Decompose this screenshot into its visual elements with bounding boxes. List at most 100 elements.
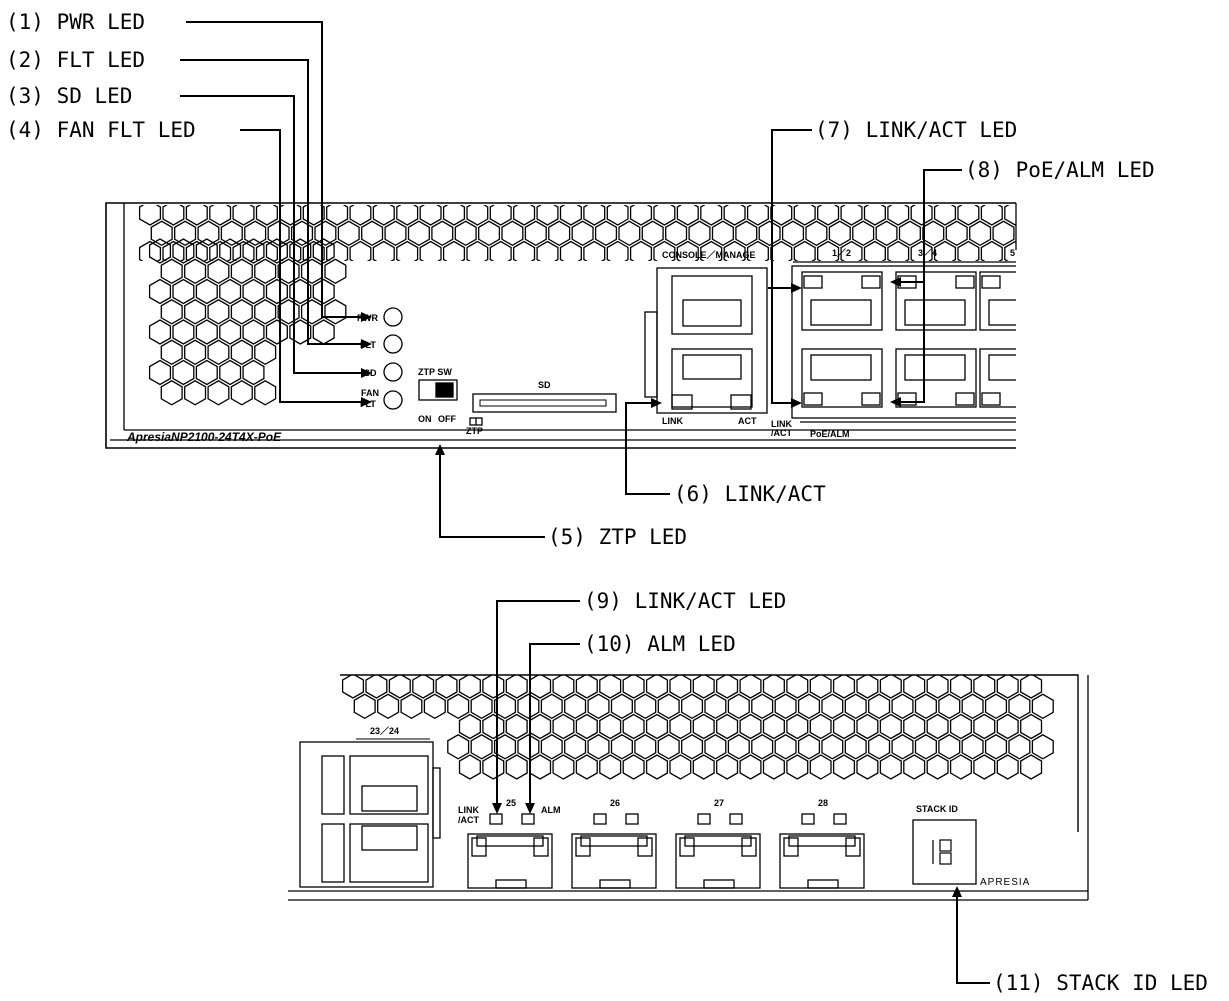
sfp-ports[interactable] <box>467 813 865 889</box>
vent-hole <box>669 754 692 780</box>
callout-ztp-led: (5) ZTP LED <box>548 525 688 549</box>
manage-port[interactable] <box>671 348 753 408</box>
ztp-switch[interactable] <box>418 379 458 401</box>
vent-hole <box>903 713 926 740</box>
vent-hole <box>863 205 886 226</box>
ztp-led-label: ZTP <box>466 426 483 436</box>
vent-hole <box>232 240 255 261</box>
sfp-tab <box>471 837 487 857</box>
sfp-link-act-led <box>593 813 607 825</box>
vent-hole <box>641 220 664 247</box>
vent-hole <box>148 278 172 305</box>
vent-hole <box>992 220 1015 247</box>
console-manage-ports[interactable] <box>656 267 768 414</box>
sfp-port-number: 27 <box>714 798 724 808</box>
port-led <box>861 275 881 289</box>
vent-hole <box>195 278 218 305</box>
vent-hole <box>172 278 195 305</box>
vent-hole <box>587 693 610 720</box>
vent-hole <box>945 220 968 247</box>
sfp-port-number: 25 <box>506 798 516 808</box>
rj45-port[interactable] <box>801 271 883 331</box>
rj45-port[interactable] <box>895 348 977 408</box>
vent-hole <box>957 205 980 226</box>
leader-arrowheads <box>361 277 962 897</box>
vent-hole <box>564 693 587 720</box>
vent-hole <box>254 258 277 285</box>
vent-hole <box>832 713 856 740</box>
vent-hole <box>1008 693 1031 720</box>
vent-hole <box>704 734 727 760</box>
vent-hole <box>244 220 267 247</box>
vent-hole <box>645 754 669 780</box>
vent-hole <box>645 713 669 740</box>
vent-hole <box>688 220 711 247</box>
vent-hole <box>629 205 653 226</box>
sd-card-slot[interactable] <box>472 393 617 413</box>
vent-hole <box>828 220 851 247</box>
vent-hole <box>184 380 207 406</box>
rj45-jack <box>904 354 966 381</box>
vent-hole <box>751 734 774 760</box>
vent-hole <box>657 693 680 720</box>
vent-hole <box>548 220 571 247</box>
vent-hole <box>242 238 265 264</box>
rj45-port[interactable] <box>895 271 977 331</box>
sfp-latch <box>476 835 544 847</box>
vent-hole <box>887 205 910 226</box>
vent-hole <box>879 675 902 699</box>
rj45-ports[interactable] <box>801 271 1060 408</box>
vent-hole <box>980 240 1003 261</box>
vent-hole <box>326 205 349 226</box>
vent-hole <box>138 205 162 226</box>
sfp-alm-label: ALM <box>541 805 561 815</box>
sfp-link-act-led <box>697 813 711 825</box>
rj45-port[interactable] <box>979 348 1060 408</box>
sfp-tab <box>575 837 591 857</box>
rj45-jack <box>904 299 966 326</box>
vent-hole <box>242 359 265 386</box>
vent-hole <box>184 299 207 325</box>
vent-hole <box>419 240 442 261</box>
leader-lines <box>180 21 990 984</box>
port-12-label: 1／2 <box>832 248 851 258</box>
ztp-switch-knob <box>435 382 454 398</box>
vent-hole <box>599 713 622 740</box>
vent-hole <box>599 675 622 699</box>
vent-hole <box>711 220 734 247</box>
vent-hole <box>832 675 856 699</box>
vent-hole <box>786 675 809 699</box>
vent-hole <box>587 734 610 760</box>
sfp-latch <box>580 835 648 847</box>
callout-sfp-alm-led: (10) ALM LED <box>584 632 736 656</box>
port-led <box>1040 393 1058 405</box>
vent-hole <box>341 675 365 699</box>
sfp-tab <box>741 837 757 857</box>
vent-hole <box>575 675 598 699</box>
vent-hole <box>172 359 195 386</box>
vent-hole <box>996 713 1019 740</box>
vent-hole <box>384 220 407 247</box>
vent-hole <box>517 734 540 760</box>
vent-hole <box>324 258 347 285</box>
vent-hole <box>805 220 828 247</box>
vent-hole <box>868 693 891 720</box>
rj45-ports-23-24[interactable] <box>299 741 441 888</box>
vent-hole <box>700 240 723 261</box>
vent-hole <box>419 205 442 226</box>
vent-hole <box>676 240 699 261</box>
rj45-jack <box>810 354 872 381</box>
vent-hole <box>466 205 489 226</box>
vent-hole <box>564 734 587 760</box>
vent-hole <box>727 734 750 760</box>
fan-label: FAN <box>361 388 379 398</box>
sd-leader <box>180 95 362 374</box>
vent-hole <box>552 754 575 780</box>
rj45-port[interactable] <box>801 348 883 408</box>
console-port[interactable] <box>671 275 753 335</box>
rj45-port[interactable] <box>979 271 1060 331</box>
vent-hole <box>610 734 633 760</box>
vent-hole <box>657 734 680 760</box>
vent-hole <box>996 675 1019 699</box>
